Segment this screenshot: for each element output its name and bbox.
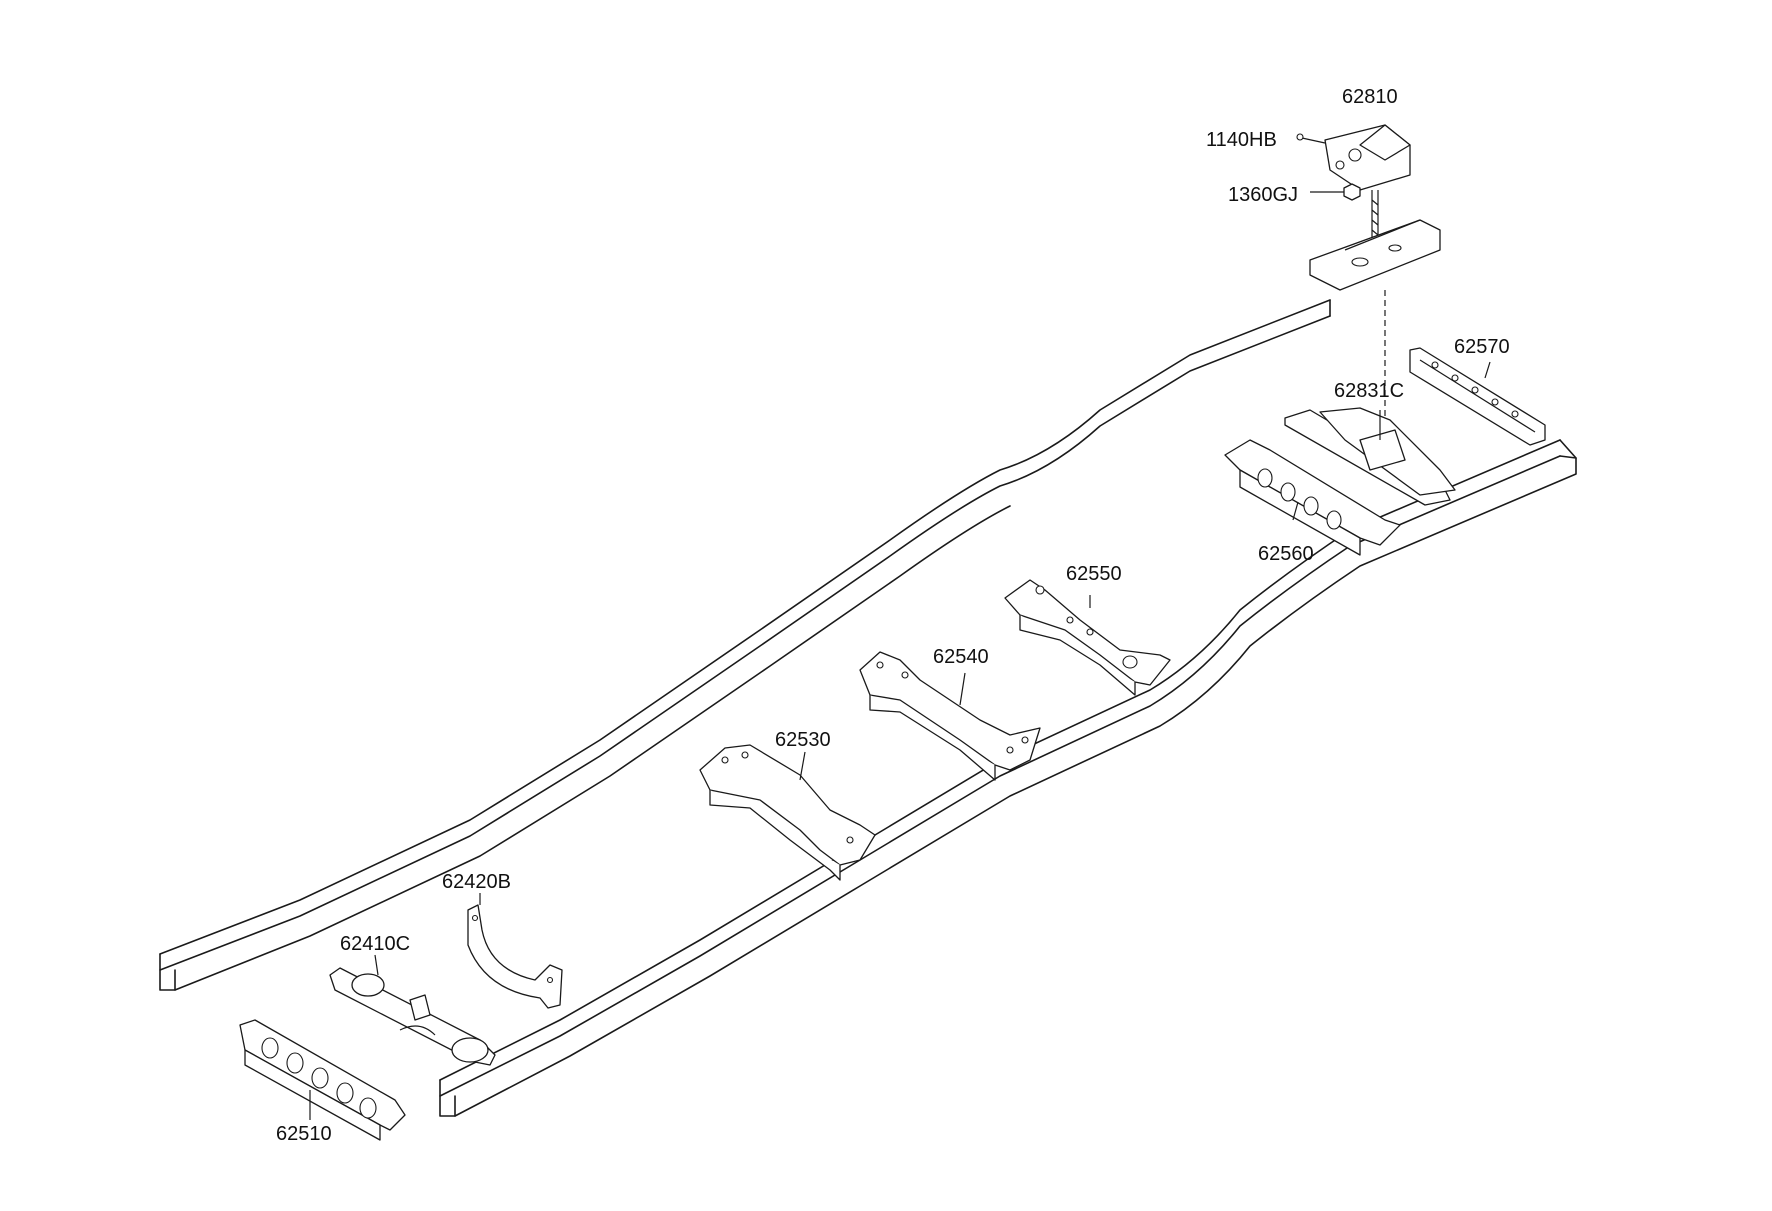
label-62550: 62550 bbox=[1066, 563, 1122, 585]
part-62530 bbox=[699, 744, 876, 881]
label-62810: 62810 bbox=[1342, 86, 1398, 108]
right-side-rail bbox=[439, 439, 1577, 1117]
label-1140HB: 1140HB bbox=[1206, 129, 1277, 151]
label-62831C: 62831C bbox=[1334, 380, 1404, 402]
left-side-rail bbox=[159, 299, 1331, 991]
part-62550 bbox=[1004, 579, 1171, 696]
label-62510: 62510 bbox=[276, 1123, 332, 1145]
part-62510 bbox=[239, 1019, 406, 1141]
label-62420B: 62420B bbox=[442, 871, 511, 893]
label-62410C: 62410C bbox=[340, 933, 410, 955]
part-62831C bbox=[1284, 407, 1456, 506]
label-62540: 62540 bbox=[933, 646, 989, 668]
part-62570 bbox=[1409, 347, 1546, 446]
label-62530: 62530 bbox=[775, 729, 831, 751]
nut-1360GJ bbox=[1310, 183, 1361, 201]
bolt-1140HB bbox=[1296, 133, 1326, 144]
part-62560 bbox=[1224, 439, 1401, 556]
part-62540 bbox=[859, 651, 1041, 781]
label-62570: 62570 bbox=[1454, 336, 1510, 358]
part-62420B bbox=[467, 893, 563, 1009]
label-1360GJ: 1360GJ bbox=[1228, 184, 1298, 206]
label-62560: 62560 bbox=[1258, 543, 1314, 565]
part-62410C bbox=[329, 954, 496, 1066]
part-62810-crossmember bbox=[1309, 219, 1441, 291]
